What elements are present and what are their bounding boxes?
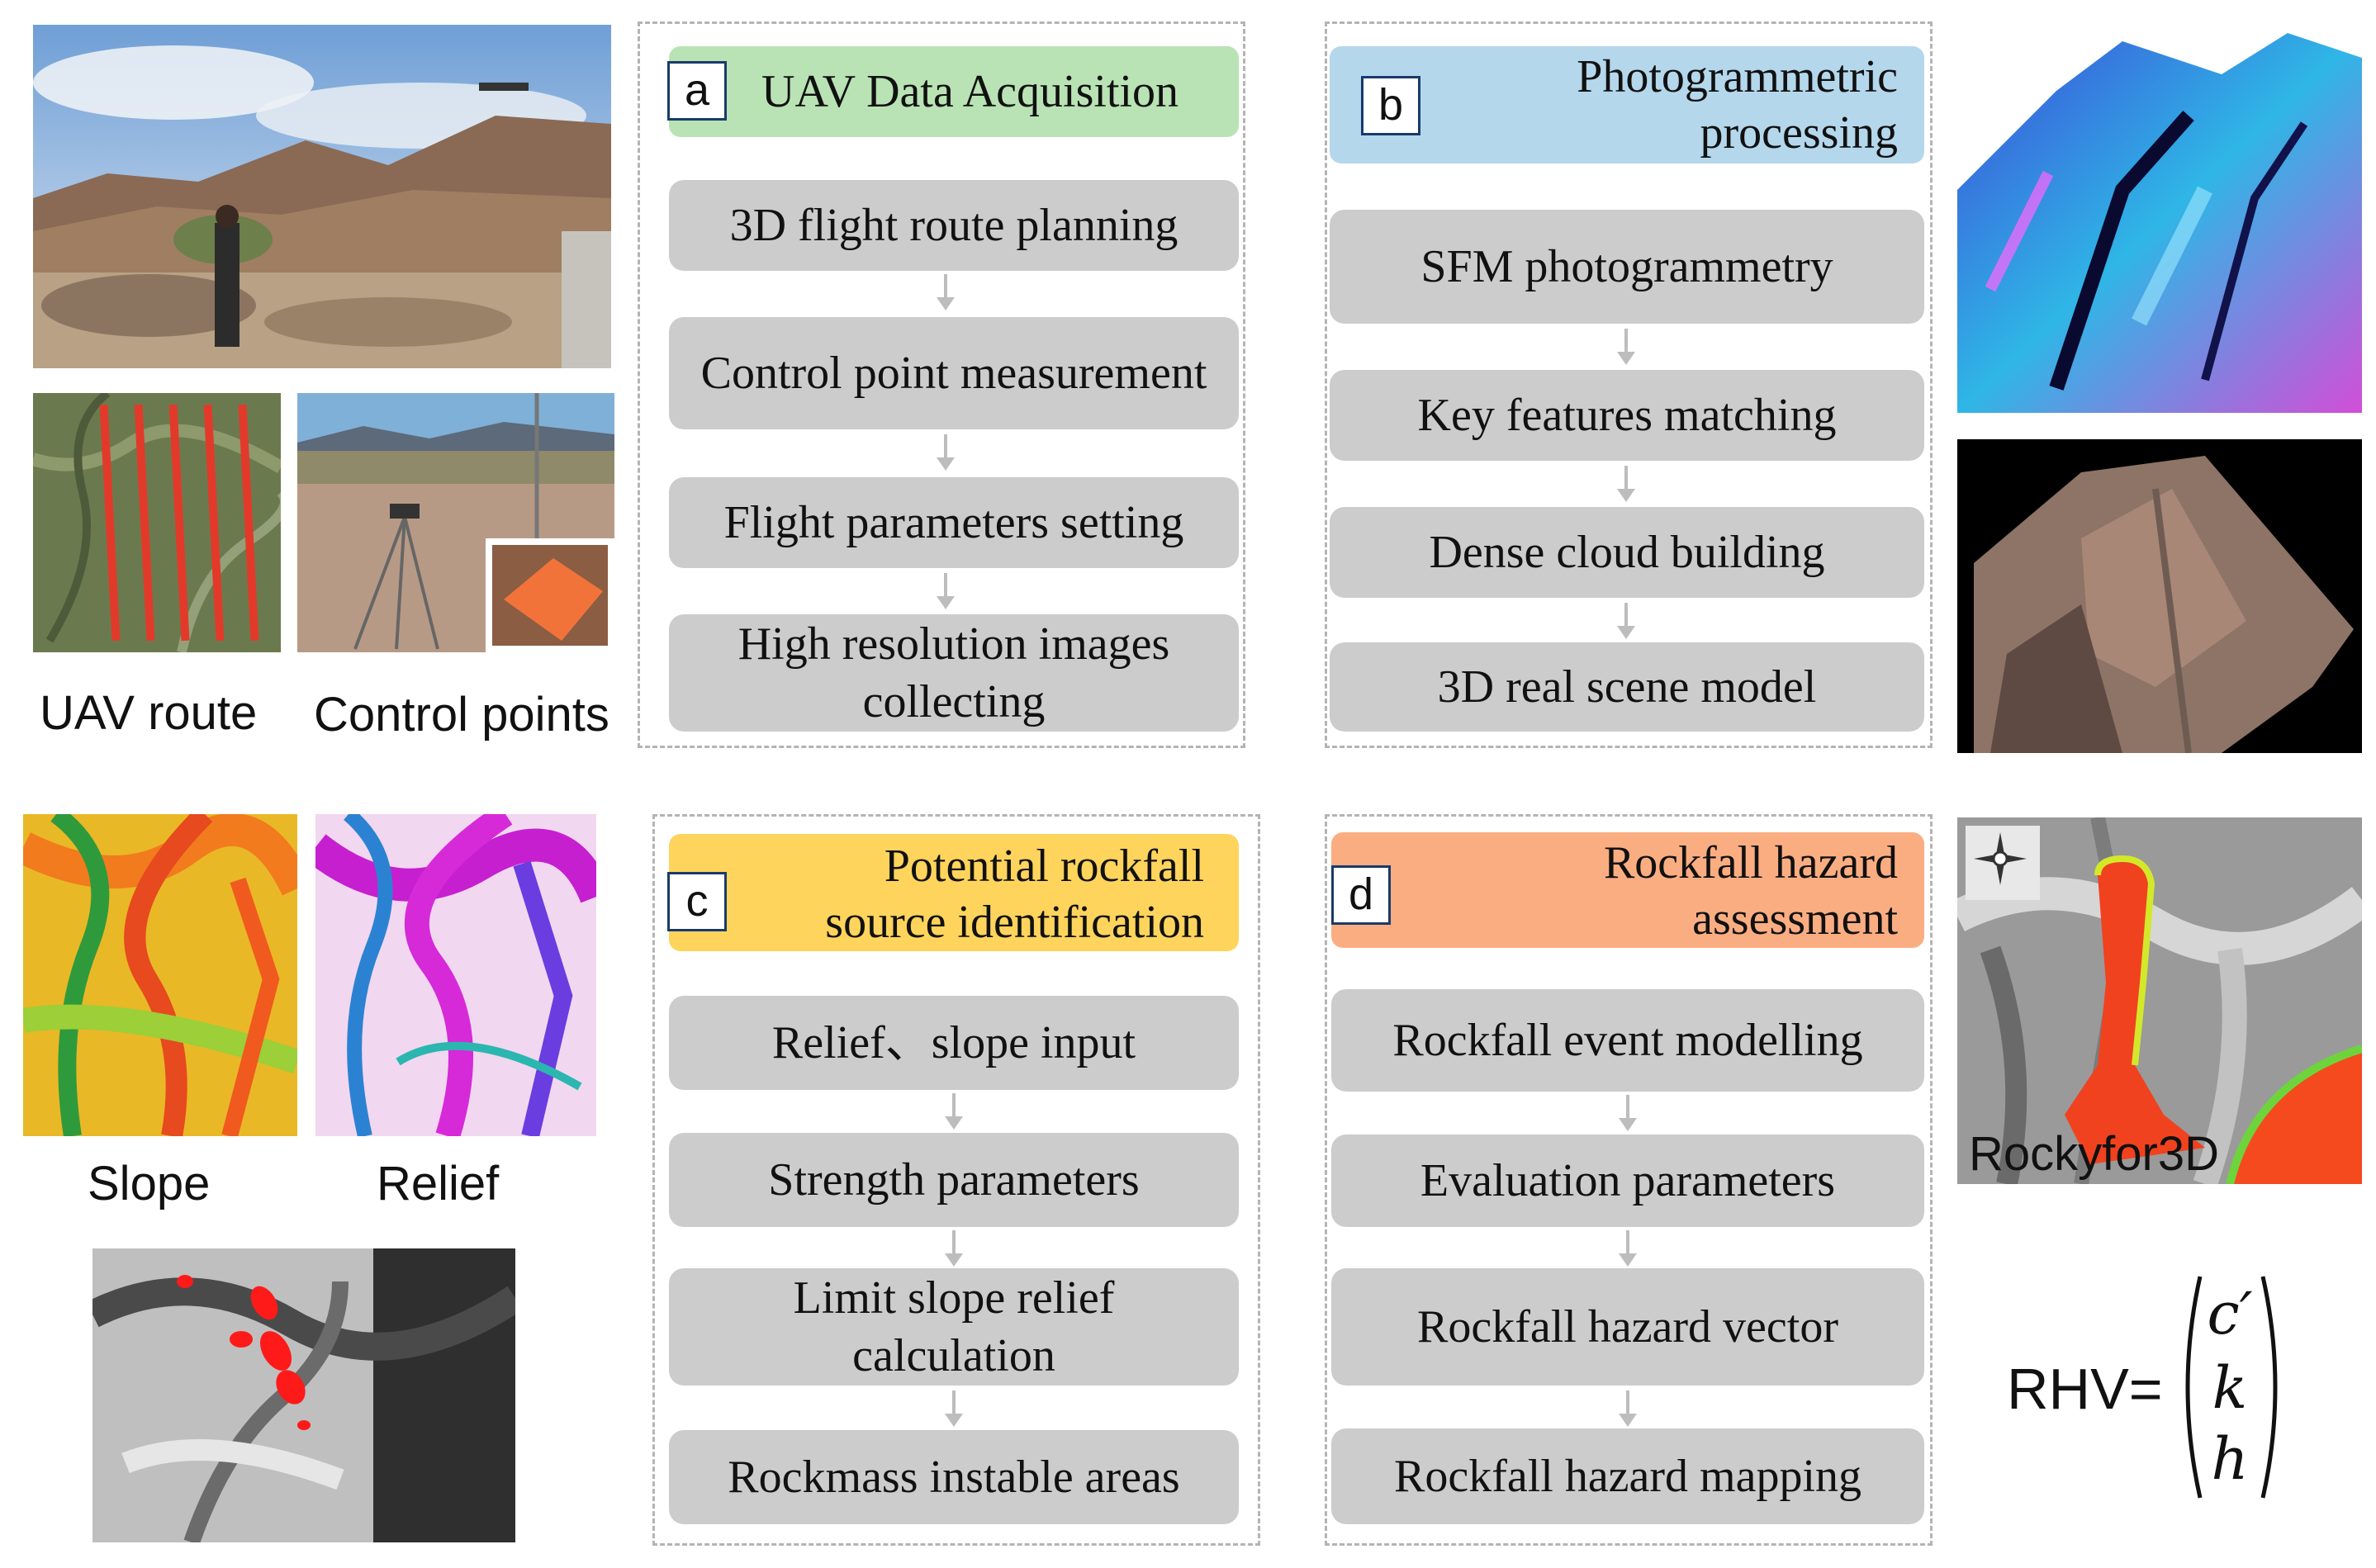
panel-d-step-3: Rockfall hazard vector	[1331, 1268, 1924, 1386]
arrow-icon	[1619, 1390, 1637, 1427]
panel-a-step-1: 3D flight route planning	[669, 180, 1239, 271]
panel-c-step-3: Limit slope relief calculation	[669, 1268, 1239, 1386]
arrow-icon	[945, 1390, 963, 1427]
panel-d-step-2: Evaluation parameters	[1331, 1135, 1924, 1227]
caption-relief: Relief	[377, 1157, 500, 1210]
caption-uav-route: UAV route	[40, 686, 258, 740]
panel-c-step-1: Relief、slope input	[669, 996, 1239, 1090]
formula-k: k	[2212, 1354, 2248, 1422]
panel-b-step-3: Dense cloud building	[1330, 507, 1924, 598]
arrow-icon	[1617, 466, 1635, 502]
panel-d-step-1: Rockfall event modelling	[1331, 989, 1924, 1092]
panel-b-step-4: 3D real scene model	[1330, 642, 1924, 732]
caption-slope: Slope	[88, 1157, 211, 1210]
panel-d-title-line2: assessment	[1692, 893, 1898, 945]
relief-map	[315, 814, 596, 1136]
panel-c-step-4: Rockmass instable areas	[669, 1430, 1239, 1524]
control-points-photo	[297, 393, 614, 652]
slope-map	[23, 814, 297, 1136]
formula-lhs: RHV=	[2007, 1357, 2163, 1421]
panel-d-frame	[1325, 814, 1933, 1546]
panel-c-title-line1: Potential rockfall	[884, 841, 1204, 892]
uav-route-map	[33, 393, 281, 652]
panel-b-step-2: Key features matching	[1330, 370, 1924, 461]
arrow-icon	[945, 1230, 963, 1267]
panel-d-letter: d	[1331, 865, 1391, 925]
panel-b-title-line2: processing	[1700, 107, 1898, 159]
arrow-icon	[937, 573, 955, 609]
arrow-icon	[1617, 603, 1635, 639]
formula-h: h	[2211, 1425, 2249, 1493]
formula-c-prime: c′	[2207, 1280, 2253, 1348]
rockyfor3d-map	[1957, 817, 2362, 1184]
panel-c-step-2: Strength parameters	[669, 1133, 1239, 1227]
rhv-formula: RHV= c′ k h	[2007, 1272, 2362, 1503]
panel-a-step-4: High resolution images collecting	[669, 614, 1239, 732]
formula-paren-left	[2185, 1276, 2203, 1499]
panel-a-title: UAV Data Acquisition	[761, 66, 1179, 117]
arrow-icon	[1619, 1095, 1637, 1131]
panel-c-frame	[652, 814, 1260, 1546]
panel-b-step-1: SFM photogrammetry	[1330, 210, 1924, 324]
panel-b-header: b Photogrammetric processing	[1330, 46, 1924, 163]
panel-a-letter: a	[667, 61, 727, 121]
panel-a-header: a UAV Data Acquisition	[667, 46, 1239, 137]
panel-d-header: d Rockfall hazard assessment	[1331, 832, 1924, 948]
compass-icon	[1969, 827, 2032, 890]
arrow-icon	[945, 1093, 963, 1130]
panel-a-step-2: Control point measurement	[669, 317, 1239, 429]
arrow-icon	[1619, 1230, 1637, 1267]
panel-b-letter: b	[1361, 76, 1420, 135]
arrow-icon	[937, 434, 955, 471]
panel-c-header: c Potential rockfall source identificati…	[667, 834, 1239, 951]
real-scene-model	[1957, 439, 2362, 753]
panel-c-letter: c	[667, 872, 727, 931]
point-cloud-render	[1957, 25, 2362, 413]
panel-b-title-line1: Photogrammetric	[1577, 51, 1898, 102]
formula-paren-right	[2260, 1276, 2278, 1499]
panel-c-title-line2: source identification	[825, 897, 1204, 948]
panel-a-frame	[638, 21, 1245, 748]
instable-areas-map	[92, 1248, 515, 1542]
arrow-icon	[937, 274, 955, 310]
panel-b-frame	[1325, 21, 1933, 748]
panel-d-step-4: Rockfall hazard mapping	[1331, 1428, 1924, 1524]
caption-control-points: Control points	[314, 688, 609, 741]
uav-field-photo	[33, 25, 611, 368]
arrow-icon	[1617, 329, 1635, 365]
caption-rockyfor3d: Rockyfor3D	[1969, 1127, 2219, 1181]
panel-a-step-3: Flight parameters setting	[669, 477, 1239, 568]
panel-d-title-line1: Rockfall hazard	[1603, 837, 1898, 888]
